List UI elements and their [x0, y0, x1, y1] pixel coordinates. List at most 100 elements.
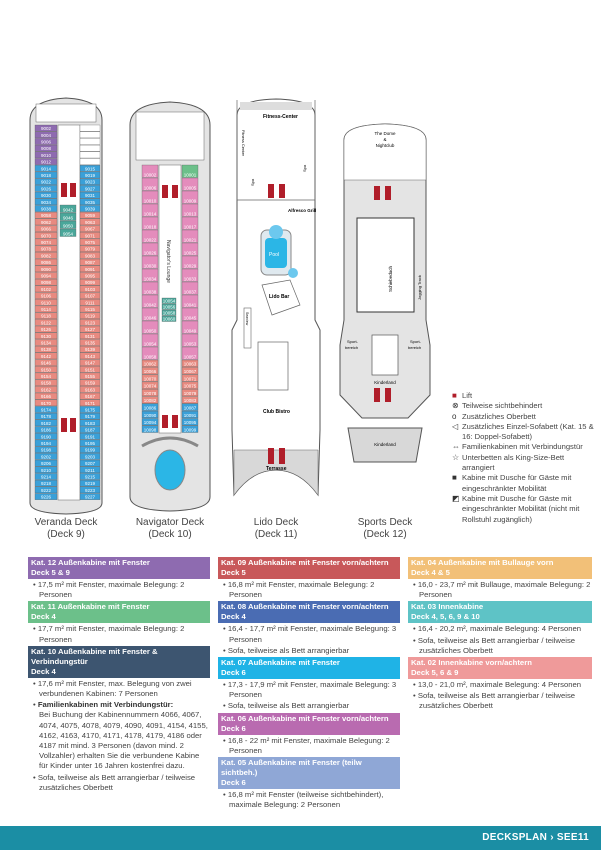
cabin[interactable] — [161, 309, 177, 316]
cabin[interactable] — [34, 138, 58, 145]
cabin[interactable] — [181, 374, 199, 382]
cabin[interactable] — [141, 203, 159, 217]
cabin[interactable] — [181, 268, 199, 282]
cabin[interactable] — [34, 265, 58, 273]
cabin[interactable] — [34, 493, 58, 500]
cabin[interactable] — [181, 346, 199, 360]
cabin[interactable] — [79, 211, 101, 219]
cabin[interactable] — [141, 177, 159, 191]
cabin[interactable] — [181, 333, 199, 347]
cabin[interactable] — [34, 433, 58, 440]
cabin[interactable] — [161, 297, 177, 304]
cabin[interactable] — [141, 359, 159, 367]
cabin[interactable] — [141, 389, 159, 397]
cabin[interactable] — [79, 258, 101, 266]
cabin[interactable] — [34, 211, 58, 219]
cabin[interactable] — [79, 392, 101, 400]
cabin[interactable] — [34, 399, 58, 407]
cabin[interactable] — [79, 285, 101, 293]
cabin[interactable] — [79, 225, 101, 232]
cabin[interactable] — [79, 419, 101, 427]
cabin[interactable] — [34, 392, 58, 400]
cabin[interactable] — [34, 278, 58, 286]
cabin[interactable] — [34, 178, 58, 185]
cabin[interactable] — [34, 486, 58, 494]
cabin[interactable] — [141, 425, 159, 433]
cabin[interactable] — [79, 332, 101, 340]
cabin[interactable] — [59, 228, 77, 237]
cabin[interactable] — [79, 386, 101, 393]
cabin[interactable] — [34, 372, 58, 380]
cabin[interactable] — [141, 367, 159, 375]
cabin[interactable] — [141, 418, 159, 426]
cabin[interactable] — [79, 272, 101, 279]
cabin[interactable] — [79, 345, 101, 353]
cabin[interactable] — [141, 410, 159, 419]
cabin[interactable] — [34, 359, 58, 366]
cabin[interactable] — [79, 218, 101, 226]
cabin[interactable] — [34, 446, 58, 453]
cabin[interactable] — [79, 352, 101, 360]
cabin[interactable] — [34, 198, 58, 206]
cabin[interactable] — [79, 165, 101, 172]
cabin[interactable] — [34, 158, 58, 165]
cabin[interactable] — [34, 165, 58, 172]
cabin[interactable] — [34, 453, 58, 460]
cabin[interactable] — [34, 285, 58, 293]
cabin[interactable] — [34, 225, 58, 232]
cabin[interactable] — [79, 138, 101, 145]
cabin[interactable] — [79, 178, 101, 185]
cabin[interactable] — [34, 245, 58, 252]
cabin[interactable] — [141, 403, 159, 411]
cabin[interactable] — [79, 412, 101, 420]
cabin[interactable] — [79, 339, 101, 346]
cabin[interactable] — [141, 268, 159, 282]
cabin[interactable] — [79, 372, 101, 380]
cabin[interactable] — [79, 466, 101, 474]
cabin[interactable] — [141, 281, 159, 295]
cabin[interactable] — [79, 245, 101, 252]
cabin[interactable] — [34, 252, 58, 259]
cabin[interactable] — [34, 218, 58, 226]
cabin[interactable] — [141, 294, 159, 308]
cabin[interactable] — [34, 312, 58, 319]
cabin[interactable] — [34, 151, 58, 159]
cabin[interactable] — [79, 131, 101, 139]
cabin[interactable] — [34, 144, 58, 152]
cabin[interactable] — [34, 299, 58, 306]
cabin[interactable] — [34, 345, 58, 353]
cabin[interactable] — [79, 252, 101, 259]
cabin[interactable] — [181, 255, 199, 269]
cabin[interactable] — [34, 473, 58, 480]
cabin[interactable] — [141, 346, 159, 360]
cabin[interactable] — [79, 399, 101, 407]
cabin[interactable] — [181, 381, 199, 389]
cabin[interactable] — [34, 171, 58, 179]
cabin[interactable] — [181, 307, 199, 321]
cabin[interactable] — [161, 303, 177, 310]
cabin[interactable] — [34, 339, 58, 346]
cabin[interactable] — [79, 185, 101, 192]
cabin[interactable] — [79, 446, 101, 453]
cabin[interactable] — [79, 205, 101, 212]
cabin[interactable] — [34, 332, 58, 340]
cabin[interactable] — [79, 292, 101, 299]
cabin[interactable] — [34, 191, 58, 199]
cabin[interactable] — [34, 412, 58, 420]
cabin[interactable] — [79, 238, 101, 246]
cabin[interactable] — [181, 203, 199, 217]
cabin[interactable] — [141, 242, 159, 256]
cabin[interactable] — [181, 359, 199, 367]
cabin[interactable] — [181, 367, 199, 375]
cabin[interactable] — [79, 426, 101, 433]
cabin[interactable] — [79, 379, 101, 386]
cabin[interactable] — [34, 272, 58, 279]
cabin[interactable] — [34, 185, 58, 192]
cabin[interactable] — [141, 307, 159, 321]
cabin[interactable] — [181, 190, 199, 204]
cabin[interactable] — [34, 439, 58, 447]
cabin[interactable] — [34, 366, 58, 373]
cabin[interactable] — [181, 294, 199, 308]
cabin[interactable] — [141, 396, 159, 404]
cabin[interactable] — [34, 319, 58, 326]
